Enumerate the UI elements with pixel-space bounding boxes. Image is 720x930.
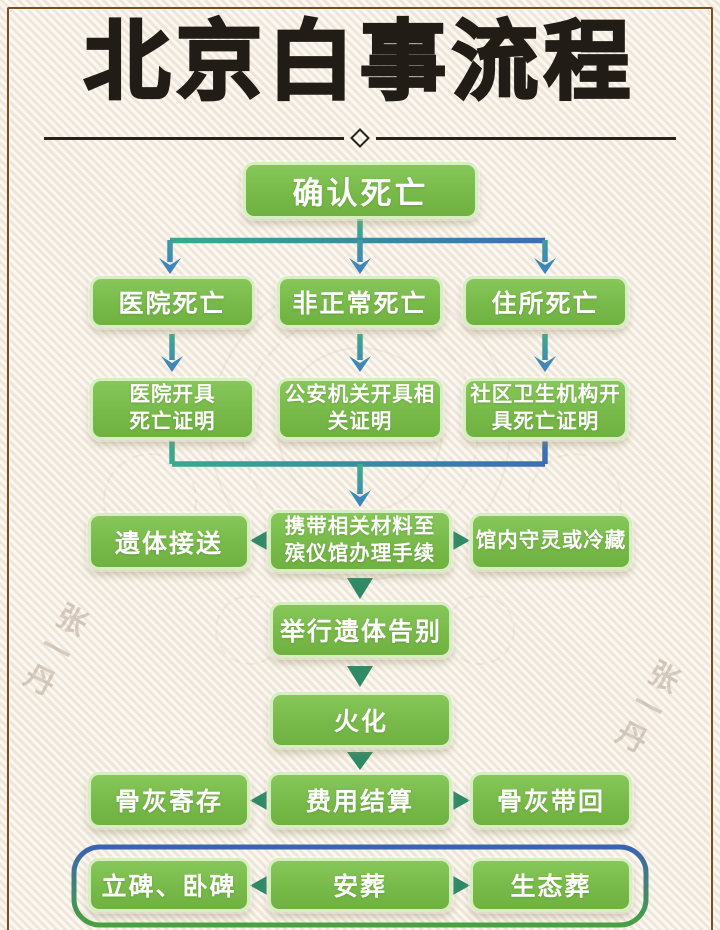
node-abnormal-death: 非正常死亡 (277, 276, 443, 328)
title-divider (44, 128, 676, 148)
node-body-transport: 遗体接送 (88, 513, 250, 570)
connector-top-branch (159, 219, 556, 274)
node-vigil-or-cold-storage: 馆内守灵或冷藏 (470, 513, 632, 570)
arrow-left-icon (250, 531, 267, 550)
arrow-left-icon (250, 791, 267, 810)
node-police-certificate: 公安机关开具相 关证明 (277, 378, 443, 440)
node-hospital-death: 医院死亡 (90, 276, 255, 328)
page-title: 北京白事流程 (83, 14, 636, 110)
node-confirm-death: 确认死亡 (243, 162, 478, 219)
arrow-down-icon (534, 356, 556, 372)
arrow-down-icon (347, 666, 373, 687)
arrow-left-icon (250, 876, 267, 895)
node-burial: 安葬 (268, 858, 452, 912)
node-cremation: 火化 (270, 692, 452, 748)
node-hospital-certificate: 医院开具 死亡证明 (90, 378, 255, 440)
node-residence-death: 住所死亡 (463, 276, 628, 328)
arrow-down-icon (159, 258, 181, 274)
node-tombstone: 立碑、卧碑 (88, 858, 250, 912)
arrow-down-icon (347, 752, 373, 770)
node-fee-settlement: 费用结算 (268, 772, 452, 828)
node-community-certificate: 社区卫生机构开 具死亡证明 (463, 378, 628, 440)
divider-line-right (376, 136, 676, 140)
arrow-down-icon (349, 356, 371, 372)
arrow-down-icon (534, 258, 556, 274)
arrow-down-icon (349, 490, 371, 507)
arrow-down-icon (161, 356, 183, 372)
node-funeral-home-procedures: 携带相关材料至 殡仪馆办理手续 (268, 510, 452, 572)
divider-line-left (44, 136, 344, 140)
arrow-right-icon (453, 876, 470, 895)
arrow-right-icon (453, 791, 470, 810)
node-eco-burial: 生态葬 (470, 858, 632, 912)
arrow-right-icon (453, 531, 470, 550)
arrow-down-icon (349, 258, 371, 274)
connector-cert-arrows (161, 334, 556, 372)
triangle-arrows (250, 531, 470, 895)
node-ash-take-back: 骨灰带回 (470, 772, 632, 828)
node-farewell-ceremony: 举行遗体告别 (270, 602, 452, 658)
node-ash-storage: 骨灰寄存 (88, 772, 250, 828)
connector-converge-branch (169, 441, 548, 507)
burial-options-container (71, 844, 649, 928)
arrow-down-icon (347, 578, 373, 599)
